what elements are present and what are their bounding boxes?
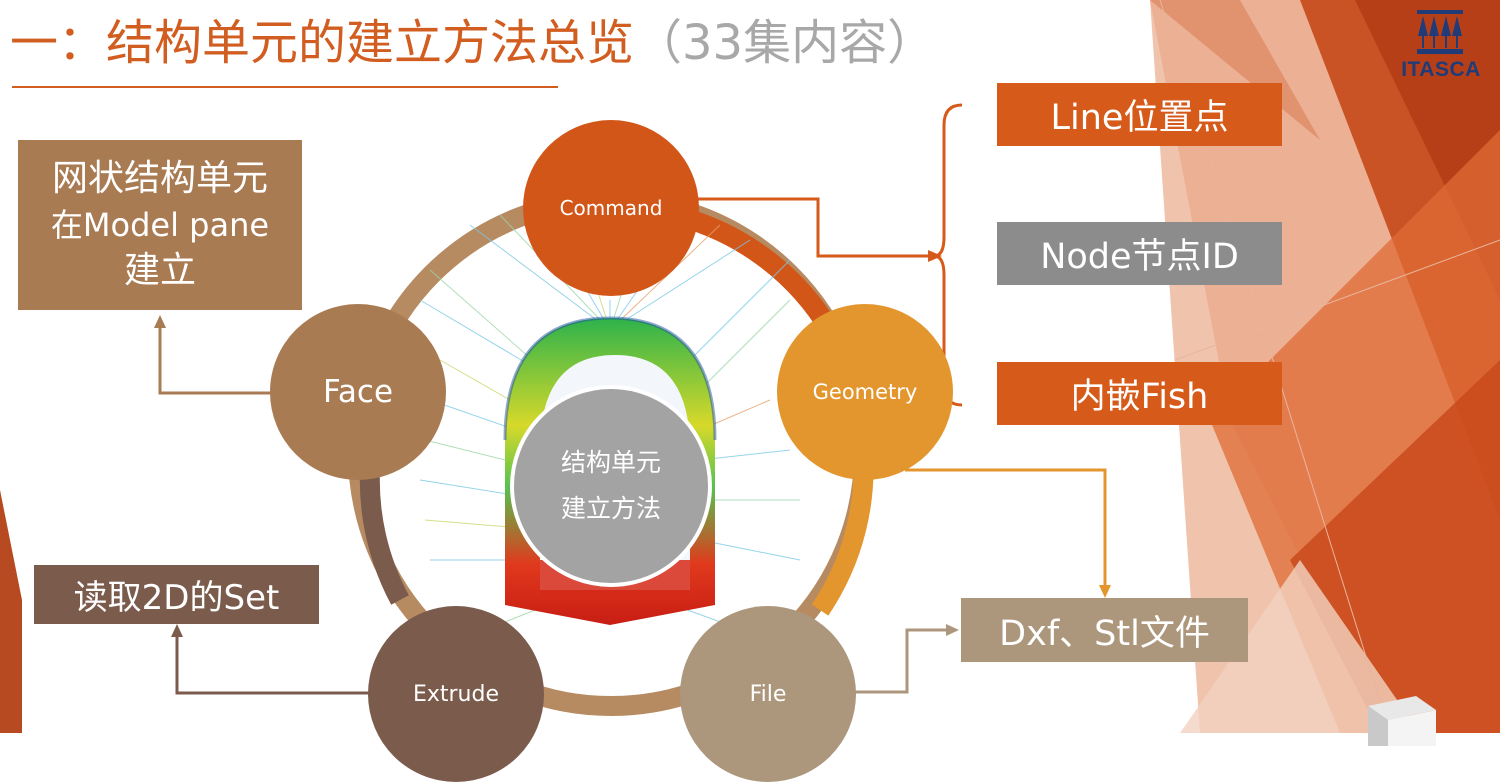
node-extrude: Extrude (368, 606, 544, 782)
page-title: 一：结构单元的建立方法总览（33集内容） (10, 8, 935, 78)
center-node-line2: 建立方法 (560, 494, 661, 523)
face-note-line1: 网状结构单元 (51, 158, 268, 199)
command-option-fish: 内嵌Fish (997, 362, 1282, 425)
file-note-box: Dxf、Stl文件 (961, 598, 1248, 662)
decorative-left-sliver (0, 490, 22, 733)
decorative-triangles (1150, 0, 1500, 733)
ring-arc-extrude-face (359, 469, 409, 605)
page-title-main: 一：结构单元的建立方法总览 (10, 15, 635, 71)
extrude-note-box: 读取2D的Set (34, 565, 319, 624)
face-note-line2: 在Model pane (50, 206, 270, 244)
command-option-node: Node节点ID (997, 222, 1282, 285)
title-underline (12, 86, 558, 88)
node-file: File (680, 606, 856, 782)
page-title-episode: （33集内容） (634, 15, 936, 71)
node-geometry: Geometry (777, 304, 953, 480)
face-note-box: 网状结构单元 在Model pane 建立 (18, 140, 302, 310)
node-face: Face (270, 304, 446, 480)
corner-cube-icon (1368, 696, 1436, 746)
center-node: 结构单元 建立方法 (510, 385, 712, 587)
face-note-line3: 建立 (123, 250, 196, 291)
itasca-logo-text: ITASCA (1401, 58, 1481, 81)
connector-lines (154, 103, 1111, 695)
itasca-logo: ITASCA (1395, 6, 1487, 92)
center-node-line1: 结构单元 (560, 448, 661, 477)
itasca-trees-icon (1417, 10, 1463, 54)
command-option-line: Line位置点 (997, 83, 1282, 146)
node-command: Command (523, 120, 699, 296)
